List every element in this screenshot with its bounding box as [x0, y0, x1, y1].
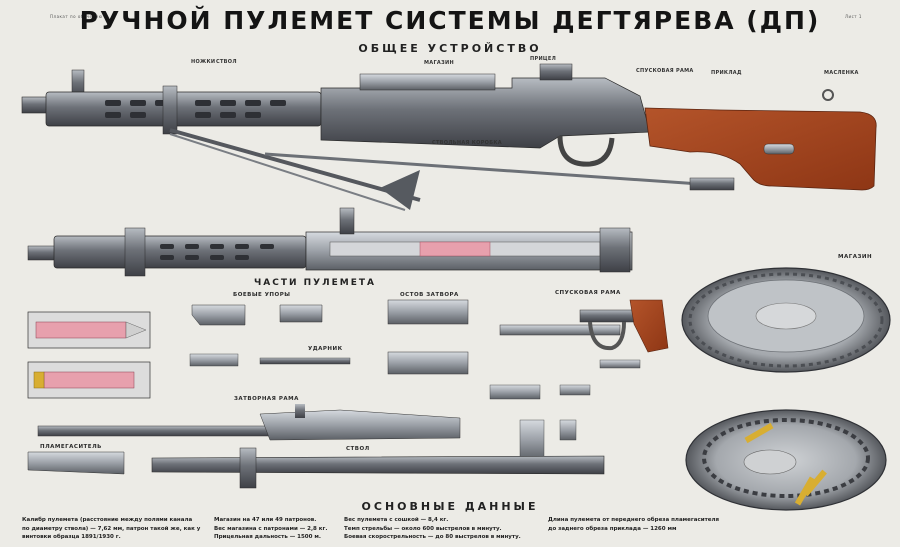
cutaway-cartridge [419, 241, 491, 257]
caption-spuskovaya-rama: СПУСКОВАЯ РАМА [555, 290, 621, 296]
header-top-right: Лист 1 [845, 14, 862, 19]
specs-col-4: Длина пулемета от переднего обреза пламе… [548, 516, 723, 533]
label-nozhki: НОЖКИ [191, 59, 216, 65]
trigger-guard [557, 135, 615, 167]
flash-hider [27, 451, 125, 475]
caption-plamegasitel: ПЛАМЕГАСИТЕЛЬ [40, 444, 102, 450]
specs-col-3: Вес пулемета с сошкой — 8,4 кг. Темп стр… [344, 516, 529, 542]
cartridge-diagrams [27, 311, 151, 399]
spec-line: Прицельная дальность — 1500 м. [214, 534, 321, 540]
page-title: РУЧНОЙ ПУЛЕМЕТ СИСТЕМЫ ДЕГТЯРЕВА (ДП) [79, 6, 821, 35]
magazine-open-disc [685, 409, 887, 511]
label-pritsel: ПРИЦЕЛ [530, 56, 557, 62]
header-top-left: Плакат по обучению [50, 14, 103, 19]
specs-col-1: Калибр пулемета (расстояние между полями… [22, 516, 207, 542]
caption-ostov-zatvora: ОСТОВ ЗАТВОРА [400, 292, 459, 298]
stock [644, 107, 877, 191]
magazine-top-disc [681, 267, 891, 373]
specs-col-2: Магазин на 47 или 49 патронов. Вес магаз… [214, 516, 334, 542]
muzzle [21, 96, 49, 114]
caption-udarnik: УДАРНИК [308, 346, 343, 352]
spec-line: винтовки образца 1891/1930 г. [22, 534, 121, 540]
spec-line: Длина пулемета от переднего обреза пламе… [548, 517, 720, 523]
label-spuskovaya-rama: СПУСКОВАЯ РАМА [636, 68, 694, 74]
parts-group [27, 299, 669, 489]
label-stvolnaya-korobka: СТВОЛЬНАЯ КОРОБКА [432, 140, 502, 146]
cutaway-gun [27, 207, 633, 277]
spec-line: Вес магазина с патронами — 2,8 кг. [214, 525, 328, 532]
label-magazin-top: МАГАЗИН [424, 60, 454, 66]
specs-title: ОСНОВНЫЕ ДАННЫЕ [361, 500, 539, 513]
section-parts-title: ЧАСТИ ПУЛЕМЕТА [254, 278, 376, 288]
caption-boevye-upory: БОЕВЫЕ УПОРЫ [233, 292, 291, 298]
caption-zatvornaya-rama: ЗАТВОРНАЯ РАМА [234, 396, 299, 402]
label-maslenka: МАСЛЕНКА [824, 70, 859, 76]
spec-line: Калибр пулемета (расстояние между полями… [22, 517, 193, 523]
spec-line: Темп стрельбы — около 600 выстрелов в ми… [344, 525, 502, 532]
page-subtitle: ОБЩЕЕ УСТРОЙСТВО [358, 42, 542, 55]
rear-sight [539, 63, 573, 81]
main-gun-assembly [21, 63, 877, 211]
magazine-top [359, 73, 496, 91]
spec-line: Боевая скорострельность — до 80 выстрело… [344, 534, 521, 540]
spec-line: по диаметру ствола) — 7,62 мм, патрон та… [22, 525, 201, 532]
label-priklad: ПРИКЛАД [711, 70, 742, 76]
caption-magazin: МАГАЗИН [838, 254, 873, 260]
barrel [151, 455, 605, 475]
caption-stvol: СТВОЛ [346, 446, 370, 452]
receiver [320, 77, 651, 149]
label-stvol-top: СТВОЛ [216, 59, 237, 65]
barrel-jacket [45, 91, 322, 127]
spec-line: Вес пулемета с сошкой — 8,4 кг. [344, 517, 449, 523]
spec-line: до заднего обреза приклада — 1260 мм [548, 525, 677, 532]
spec-line: Магазин на 47 или 49 патронов. [214, 517, 317, 523]
